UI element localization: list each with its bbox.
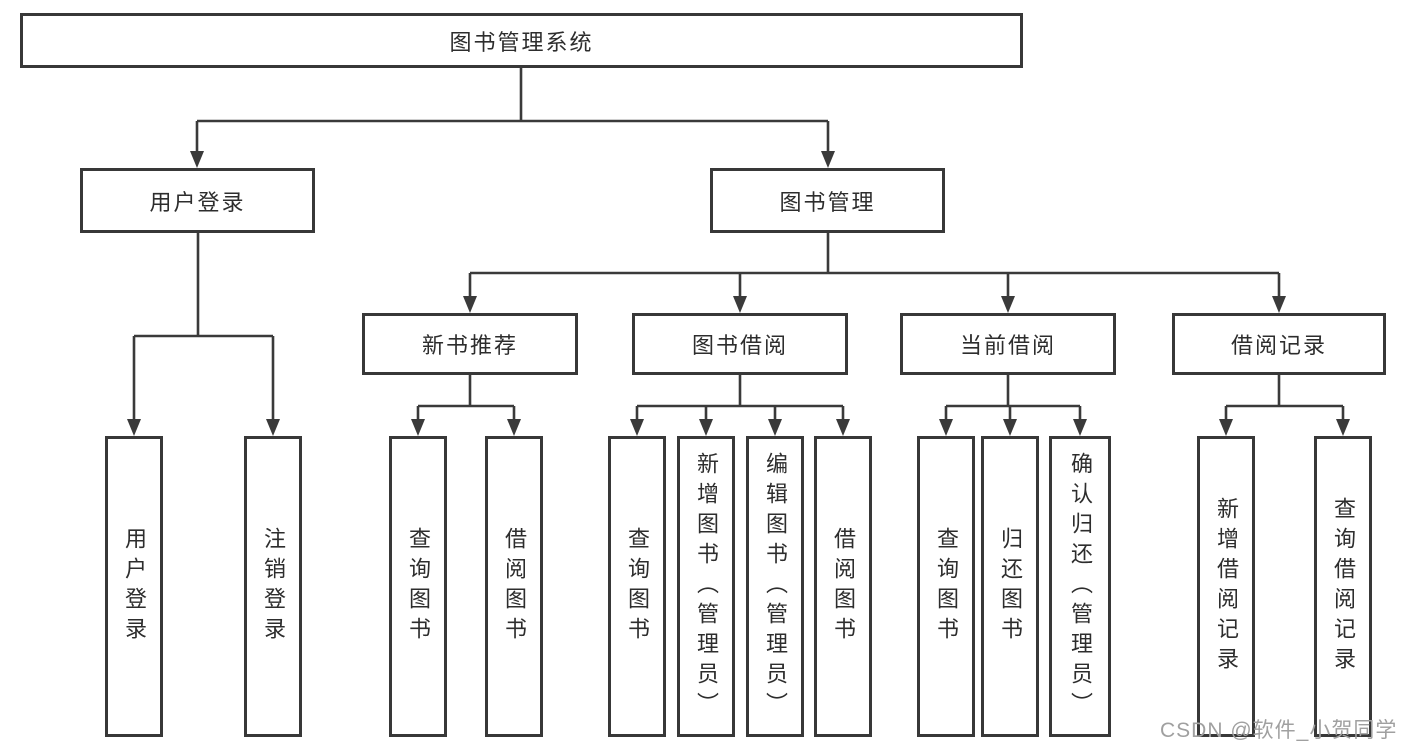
node-label: 用户登录 (149, 189, 246, 215)
node-label: 新增借阅记录 (1214, 496, 1239, 677)
node-label: 归还图书 (998, 526, 1023, 647)
node-label: 借阅图书 (502, 526, 527, 647)
node-label: 新增图书（管理员） (694, 451, 719, 722)
leaf-borrow-books: 借阅图书 (814, 436, 872, 737)
leaf-query-books-current: 查询图书 (917, 436, 975, 737)
node-label: 图书管理 (779, 189, 876, 215)
node-current-borrow: 当前借阅 (900, 313, 1116, 375)
leaf-query-books-borrow: 查询图书 (608, 436, 666, 737)
leaf-confirm-return-admin: 确认归还（管理员） (1049, 436, 1111, 737)
node-user-login: 用户登录 (80, 168, 315, 233)
node-label: 注销登录 (261, 526, 286, 647)
csdn-watermark: CSDN @软件_小贺同学 (1160, 719, 1398, 742)
node-label: 新书推荐 (421, 333, 518, 358)
node-borrow-records: 借阅记录 (1172, 313, 1386, 375)
leaf-query-books-recommend: 查询图书 (389, 436, 447, 737)
node-label: 查询图书 (406, 526, 431, 647)
node-label: 借阅记录 (1230, 333, 1327, 358)
node-new-book-recommend: 新书推荐 (362, 313, 578, 375)
leaf-add-books-admin: 新增图书（管理员） (677, 436, 735, 737)
node-label: 查询图书 (625, 526, 650, 647)
leaf-borrow-books-recommend: 借阅图书 (485, 436, 543, 737)
node-label: 图书管理系统 (449, 29, 594, 55)
leaf-edit-books-admin: 编辑图书（管理员） (746, 436, 804, 737)
node-label: 编辑图书（管理员） (763, 451, 788, 722)
node-library-management-system: 图书管理系统 (20, 13, 1023, 68)
leaf-user-login: 用户登录 (105, 436, 163, 737)
node-label: 查询借阅记录 (1331, 496, 1356, 677)
node-label: 借阅图书 (831, 526, 856, 647)
leaf-return-books: 归还图书 (981, 436, 1039, 737)
arrowheads (127, 151, 1350, 436)
node-label: 当前借阅 (959, 333, 1056, 358)
node-book-management: 图书管理 (710, 168, 945, 233)
leaf-add-borrow-record: 新增借阅记录 (1197, 436, 1255, 737)
node-label: 确认归还（管理员） (1068, 451, 1093, 722)
leaf-query-borrow-record: 查询借阅记录 (1314, 436, 1372, 737)
node-label: 用户登录 (122, 526, 147, 647)
node-label: 查询图书 (934, 526, 959, 647)
node-book-borrow: 图书借阅 (632, 313, 848, 375)
leaf-logout: 注销登录 (244, 436, 302, 737)
node-label: 图书借阅 (691, 333, 788, 358)
